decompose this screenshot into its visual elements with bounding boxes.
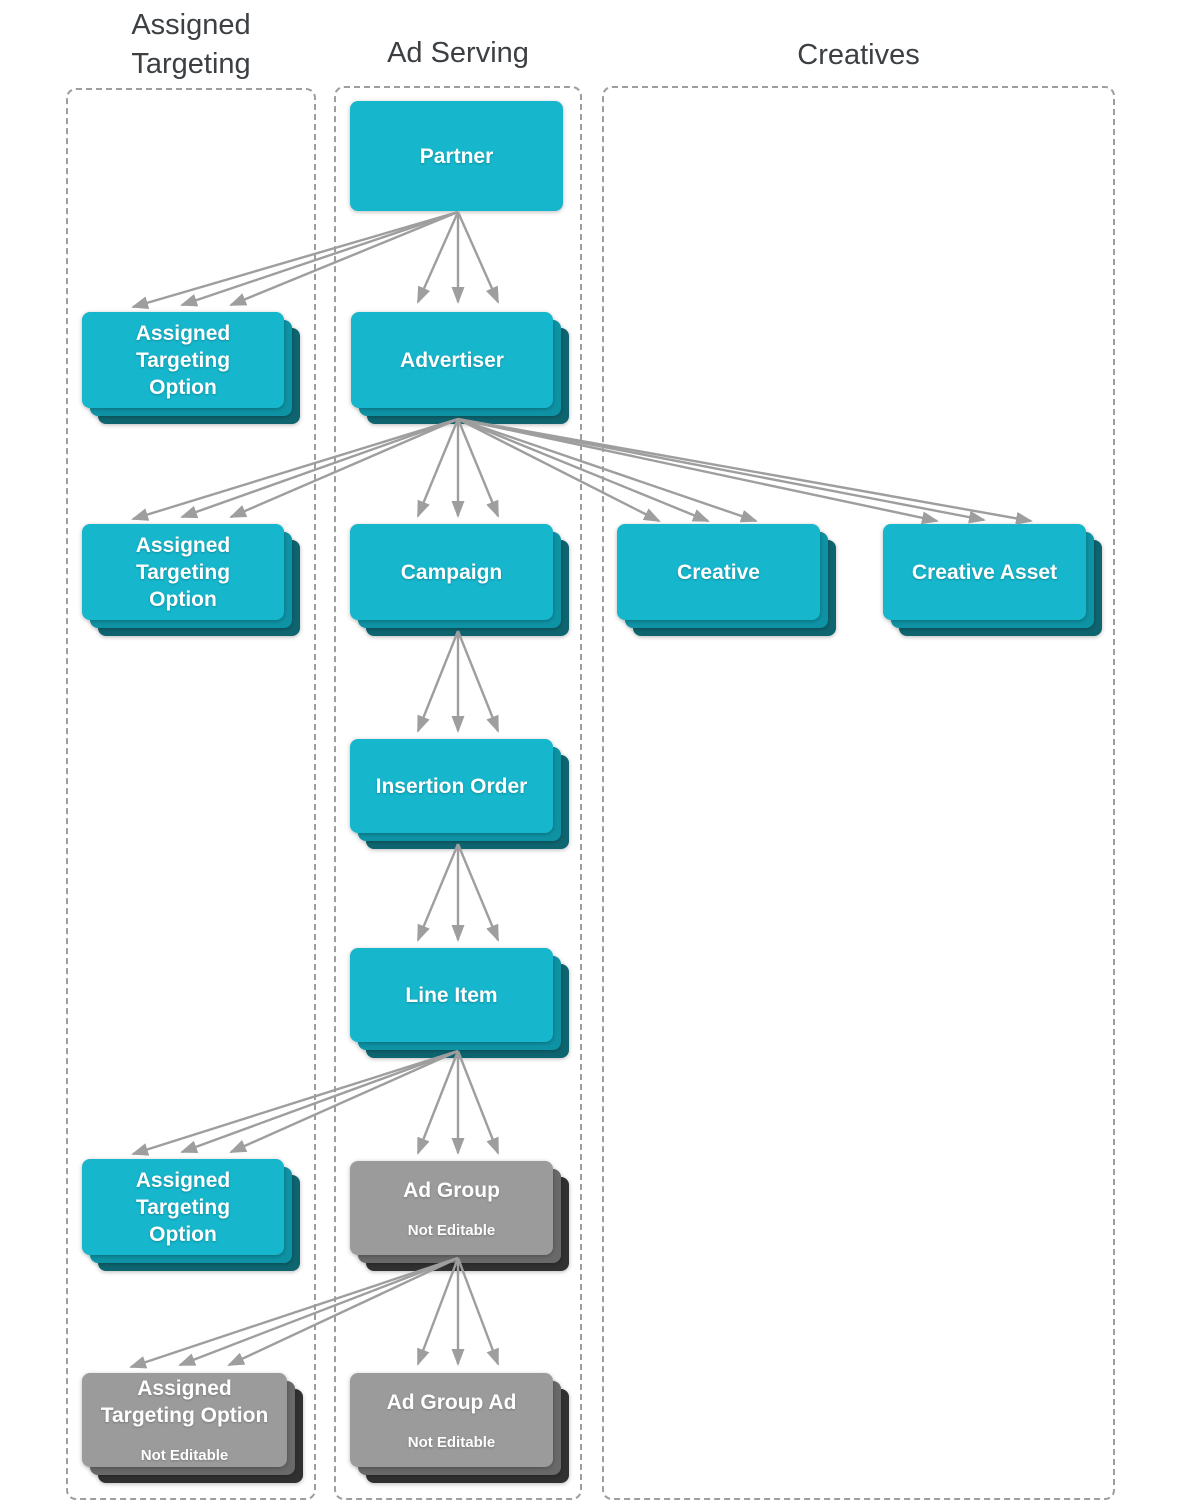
node-face: Creative (617, 524, 820, 620)
node-label-line: Option (149, 375, 217, 399)
node-sublabel: Not Editable (407, 1221, 496, 1239)
node-label: Ad Group Ad (387, 1389, 517, 1416)
node-campaign: Campaign (350, 524, 569, 636)
column-title-line: Creatives (797, 39, 920, 71)
node-label-line: Assigned (135, 533, 231, 557)
node-partner: Partner (350, 101, 563, 211)
node-label: Partner (420, 143, 494, 170)
node-label: Advertiser (400, 347, 504, 374)
node-label: Line Item (405, 982, 497, 1009)
node-label-line: Option (149, 587, 217, 611)
node-face: Creative Asset (883, 524, 1086, 620)
node-label-line: Targeting (135, 560, 231, 584)
node-creative: Creative (617, 524, 836, 636)
node-label: Creative (677, 559, 760, 586)
node-label-line: Creative Asset (911, 560, 1058, 584)
node-face: Ad Group Ad Not Editable (350, 1373, 553, 1467)
node-label-line: Insertion Order (375, 774, 528, 798)
column-ad-serving (334, 86, 582, 1500)
node-label-line: Assigned (135, 321, 231, 345)
node-line-item: Line Item (350, 948, 569, 1058)
node-sublabel: Not Editable (407, 1433, 496, 1451)
node-label-line: Partner (419, 144, 494, 168)
node-label: Ad Group (403, 1177, 500, 1204)
node-face: Campaign (350, 524, 553, 620)
node-label-line: Campaign (400, 560, 503, 584)
node-label-line: Targeting (135, 1195, 231, 1219)
column-title-line: Ad Serving (387, 37, 529, 69)
node-label-line: Line Item (405, 983, 498, 1007)
node-label-line: Creative (677, 560, 760, 584)
node-label-line: Ad Group Ad (386, 1390, 517, 1414)
column-title-ad-serving: Ad Serving (334, 34, 582, 73)
node-face: Partner (350, 101, 563, 211)
column-title-line: Assigned (131, 9, 251, 41)
node-label-line: Targeting (135, 348, 231, 372)
node-sublabel: Not Editable (140, 1447, 229, 1464)
node-label-line: Targeting Option (100, 1404, 269, 1427)
node-label-line: Assigned (135, 1168, 231, 1192)
column-title-line: Targeting (131, 48, 251, 80)
node-label-line: Ad Group (403, 1178, 500, 1202)
node-label-line: Option (149, 1222, 217, 1246)
column-title-creatives: Creatives (602, 36, 1115, 75)
node-label-line: Assigned (137, 1377, 232, 1400)
node-face: Line Item (350, 948, 553, 1042)
node-advertiser: Advertiser (351, 312, 569, 424)
node-face: Advertiser (351, 312, 553, 408)
node-label: Creative Asset (912, 559, 1057, 586)
node-label: Campaign (401, 559, 503, 586)
node-insertion-order: Insertion Order (350, 739, 569, 849)
node-label-line: Advertiser (400, 348, 504, 372)
node-label: Insertion Order (376, 773, 528, 800)
column-creatives (602, 86, 1115, 1500)
node-face: Insertion Order (350, 739, 553, 833)
node-creative-asset: Creative Asset (883, 524, 1102, 636)
node-ad-group-ad: Ad Group Ad Not Editable (350, 1373, 569, 1483)
column-assigned-targeting (66, 88, 316, 1500)
